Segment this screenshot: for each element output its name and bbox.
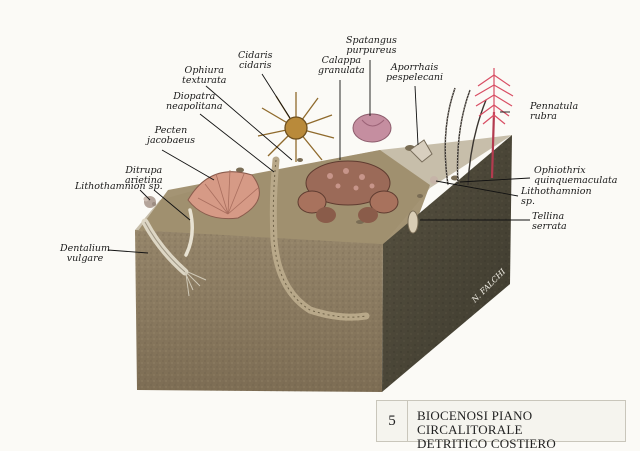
plate-title-line1: BIOCENOSI PIANO CIRCALITORALE <box>417 408 533 437</box>
ditrupa-tube <box>184 208 194 257</box>
sediment-block <box>135 135 512 392</box>
plate-number: 5 <box>377 401 408 441</box>
ophiothrix-brittle-star <box>444 87 487 186</box>
aporrhais-shell <box>409 139 433 163</box>
label-lithothamnion-left: Lithothamnion sp. <box>75 181 163 192</box>
lithothamnion-left-nodule <box>143 196 156 208</box>
calappa-crab <box>297 160 399 223</box>
tellina-clam <box>407 210 419 234</box>
plate-title-line2: DETRITICO COSTIERO <box>417 436 557 451</box>
spatangus-urchin <box>352 113 392 143</box>
cidaris-urchin <box>257 92 335 162</box>
pennatula-sea-pen <box>474 68 514 179</box>
lithothamnion-right-nodule <box>430 176 438 184</box>
diopatra-tube <box>269 156 370 321</box>
dentalium-shell <box>141 218 207 297</box>
pecten-shell <box>187 169 260 220</box>
plate-caption-box: 5 BIOCENOSI PIANO CIRCALITORALE DETRITIC… <box>376 400 626 451</box>
plate-title: BIOCENOSI PIANO CIRCALITORALE DETRITICO … <box>417 409 625 451</box>
leader-lines <box>107 60 531 254</box>
